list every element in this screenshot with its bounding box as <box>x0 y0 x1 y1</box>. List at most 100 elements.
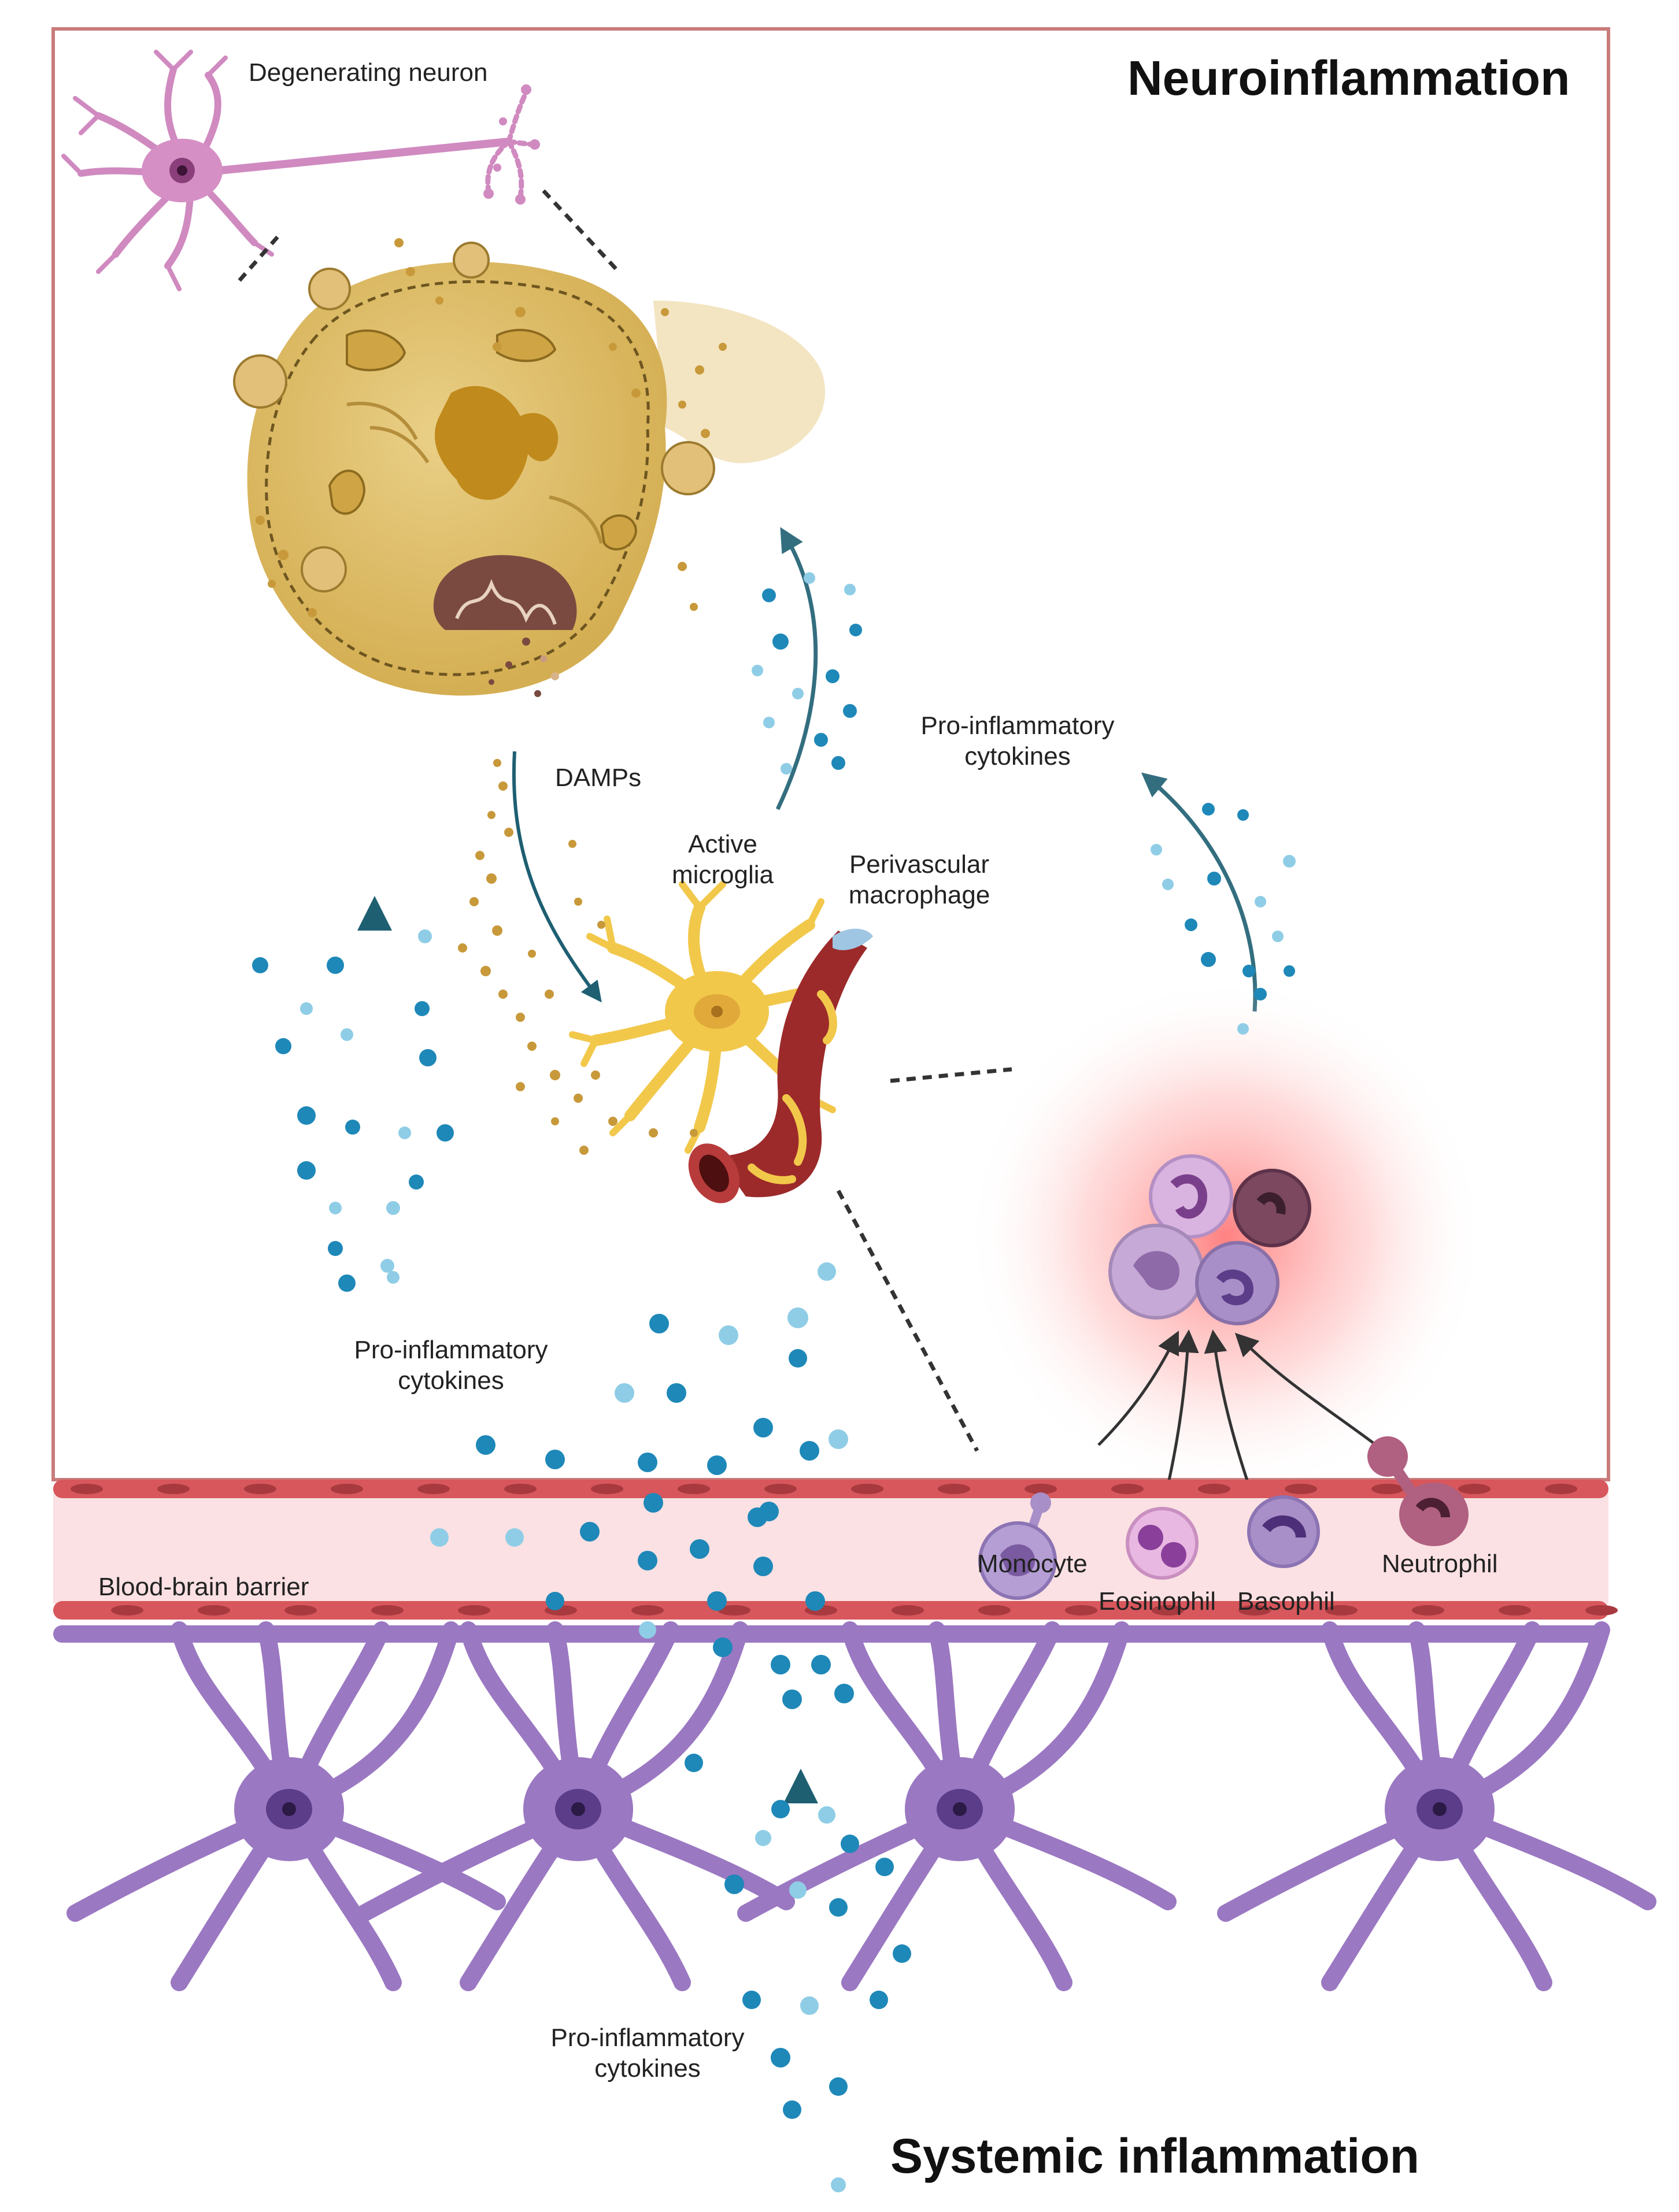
cytokine-dot <box>763 717 775 728</box>
endothelial-nucleus <box>1111 1484 1144 1494</box>
damp-dot <box>268 580 276 588</box>
cytokine-dot <box>338 1274 356 1292</box>
cytokine-dot <box>639 1621 656 1639</box>
damp-dot <box>678 562 687 571</box>
astrocyte-layer <box>53 1621 1656 1991</box>
endothelial-nucleus <box>198 1605 230 1616</box>
cytokine-dot <box>800 1441 819 1461</box>
endothelial-nucleus <box>1458 1484 1491 1494</box>
cytokine-dot <box>1237 1023 1249 1035</box>
cytokine-dot <box>644 1493 663 1513</box>
damp-dot <box>516 1013 525 1022</box>
endothelial-nucleus <box>678 1484 710 1494</box>
cytokine-dot <box>831 2177 846 2192</box>
damp-dot <box>406 267 415 276</box>
damp-dot <box>493 342 502 351</box>
cytokine-dot <box>814 733 828 747</box>
label-perivascular-macrophage-line1: Perivascular <box>849 850 990 879</box>
neutrophil-cell <box>1367 1436 1469 1546</box>
damp-dot <box>256 516 265 525</box>
cytokine-dot <box>893 1944 911 1963</box>
endothelial-nucleus <box>1325 1605 1358 1616</box>
cytokine-dot <box>781 763 792 775</box>
label-degenerating-neuron: Degenerating neuron <box>249 58 488 87</box>
label-cytokines-right-line2: cytokines <box>964 742 1071 770</box>
cytokine-dot <box>505 1528 524 1547</box>
cytokine-dot <box>771 2048 790 2068</box>
cytokine-dot <box>1284 965 1295 977</box>
endothelial-nucleus <box>1371 1484 1404 1494</box>
title-systemic-inflammation: Systemic inflammation <box>890 2129 1419 2183</box>
endothelial-nucleus <box>892 1605 924 1616</box>
label-monocyte: Monocyte <box>977 1550 1088 1578</box>
damp-dot <box>486 873 497 884</box>
label-active-microglia-line2: microglia <box>671 860 774 889</box>
cytokine-dot <box>415 1001 430 1016</box>
cytokine-dot <box>345 1120 360 1135</box>
label-perivascular-macrophage-line2: macrophage <box>848 880 990 909</box>
endothelial-nucleus <box>1499 1605 1531 1616</box>
damp-dot <box>480 966 491 976</box>
endothelial-nucleus <box>1198 1484 1230 1494</box>
cytokine-dot <box>327 957 344 974</box>
cytokine-dot <box>297 1161 316 1180</box>
cytokine-dot <box>437 1124 454 1142</box>
blood-vessel <box>688 928 873 1203</box>
label-cytokines-bottom-line2: cytokines <box>594 2054 701 2083</box>
label-perivascular-macrophage: Perivascular macrophage <box>827 850 1012 911</box>
label-cytokines-right-line1: Pro-inflammatory <box>920 712 1115 740</box>
cytokine-dot <box>690 1539 709 1559</box>
cytokine-dot <box>545 1450 565 1469</box>
damp-dot <box>701 429 710 438</box>
astrocyte <box>1217 1621 1656 1991</box>
cytokine-dot <box>782 1689 802 1709</box>
cytokine-dot <box>789 1881 807 1899</box>
damp-dot <box>278 550 289 560</box>
cytokine-dot <box>811 1655 831 1674</box>
damp-dot <box>492 925 502 936</box>
damp-dot <box>551 1117 559 1125</box>
cytokine-dot <box>1272 931 1284 942</box>
active-microglia <box>569 881 844 1154</box>
damp-dot <box>649 1128 658 1138</box>
cytokine-dot <box>546 1592 564 1610</box>
damp-dot <box>504 828 513 837</box>
cytokine-dot <box>1202 803 1215 816</box>
cytokine-dot <box>843 704 857 718</box>
damp-dot <box>394 238 404 247</box>
damp-dot <box>579 1146 589 1155</box>
cytokine-dot <box>380 1259 394 1273</box>
cytokine-dot <box>615 1383 634 1403</box>
cytokine-dot <box>300 1002 313 1015</box>
label-eosinophil: Eosinophil <box>1099 1587 1216 1616</box>
damp-dot <box>516 1082 525 1091</box>
damp-dot <box>678 401 686 409</box>
damp-dot <box>597 921 605 929</box>
cytokine-dot <box>580 1522 600 1542</box>
label-cytokines-left-line1: Pro-inflammatory <box>354 1336 548 1364</box>
damp-dot <box>515 307 526 317</box>
cytokine-dot <box>789 1349 807 1368</box>
cytokine-dot <box>875 1858 894 1876</box>
endothelial-nucleus <box>1065 1605 1097 1616</box>
cytokine-dot <box>787 1307 808 1328</box>
endothelial-nucleus <box>978 1605 1011 1616</box>
cytokine-dot <box>829 1898 848 1917</box>
cytokine-dots <box>252 572 1296 2192</box>
cytokine-dot <box>329 1202 342 1214</box>
cytokine-dot <box>724 1874 744 1894</box>
cytokine-dot <box>252 957 268 973</box>
damp-dot <box>435 297 443 305</box>
damp-dot <box>631 388 641 398</box>
cytokine-dot <box>476 1435 495 1455</box>
cytokine-dot <box>755 1830 771 1846</box>
cytokine-dot <box>841 1835 859 1853</box>
astrocyte-endfeet <box>53 1625 1608 1643</box>
label-cytokines-bottom: Pro-inflammatory cytokines <box>520 2023 775 2084</box>
damp-dot <box>690 603 698 611</box>
cytokine-dot <box>685 1754 703 1772</box>
cytokine-dot <box>418 929 432 943</box>
endothelial-nucleus <box>1025 1484 1057 1494</box>
